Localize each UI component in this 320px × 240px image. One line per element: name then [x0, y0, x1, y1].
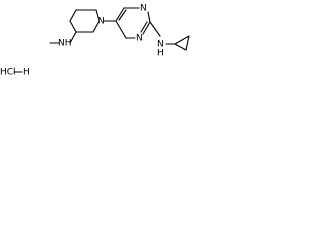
salt-hcl-label: HCl — [0, 68, 16, 78]
cyclopropylamine-hydrogen-label: H — [157, 49, 164, 59]
bond — [115, 20, 127, 39]
pyrimidine-top-nitrogen-label: N — [140, 4, 147, 14]
cyclopropylamine-nitrogen-label: N — [157, 40, 164, 50]
bond — [174, 35, 190, 45]
bond — [149, 21, 161, 37]
bond — [115, 7, 125, 22]
bond — [142, 21, 151, 35]
piperidine-ring — [69, 9, 100, 33]
bond — [174, 43, 187, 51]
pyrimidine-ring — [115, 7, 151, 39]
bond — [69, 9, 77, 22]
bond — [92, 20, 100, 33]
bond — [95, 9, 100, 22]
chemical-structure: N NH N N N H HCl H — [0, 4, 190, 78]
bond — [69, 31, 77, 44]
methylamine-nh-label: NH — [58, 39, 72, 49]
methylamino-group — [49, 31, 77, 44]
pyrimidine-bottom-nitrogen-label: N — [136, 34, 143, 44]
bond — [185, 35, 190, 51]
salt-h-label: H — [23, 68, 30, 78]
bond — [118, 9, 127, 21]
bond — [69, 20, 77, 33]
bond — [147, 11, 151, 23]
bond — [140, 21, 148, 33]
cyclopropylamino-group — [149, 21, 190, 51]
piperidine-nitrogen-label: N — [98, 17, 105, 27]
